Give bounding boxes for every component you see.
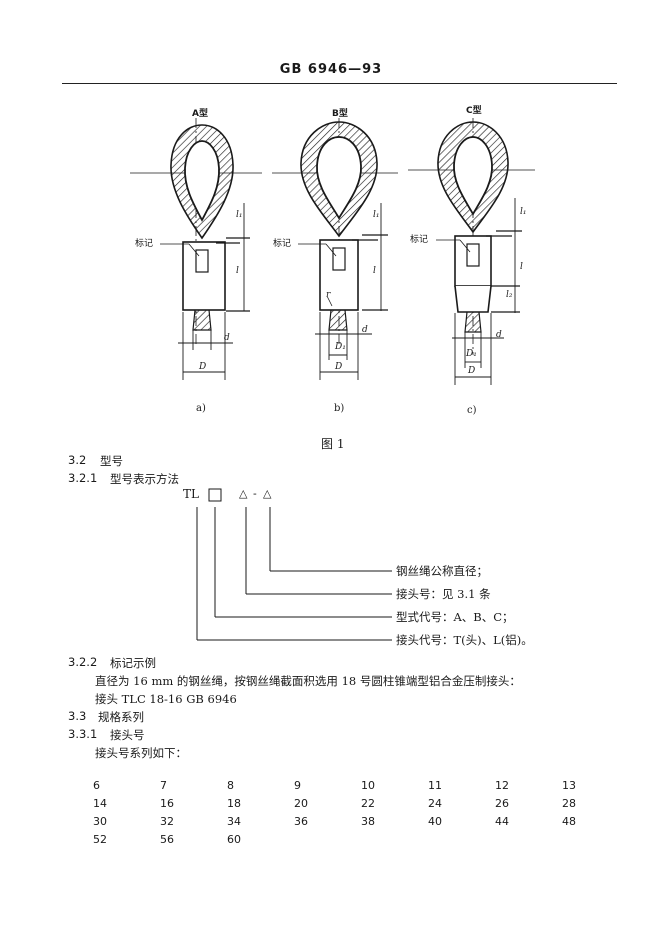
- section-3-3-number: 3.3: [68, 709, 87, 723]
- series-value: 26: [495, 797, 509, 810]
- designation-item-joint-number: 接头号：见 3.1 条: [396, 587, 491, 601]
- series-value: 40: [428, 815, 442, 828]
- designation-triangle-2: △: [263, 487, 272, 500]
- series-value: 16: [160, 797, 174, 810]
- section-3-3-title: 规格系列: [98, 710, 144, 724]
- dim-d-b: d: [362, 325, 368, 335]
- dim-l1-b: l₁: [373, 210, 380, 220]
- type-b-label: B型: [332, 109, 348, 119]
- type-a-label: A型: [192, 109, 208, 119]
- series-value: 8: [227, 779, 234, 792]
- dim-l-b: l: [373, 266, 376, 276]
- series-value: 12: [495, 779, 509, 792]
- type-code-box: [208, 488, 222, 502]
- mark-label-a: 标记: [135, 239, 154, 249]
- series-value: 56: [160, 833, 174, 846]
- designation-prefix: TL: [183, 487, 199, 501]
- section-3-2-1-title: 型号表示方法: [110, 472, 179, 486]
- series-value: 44: [495, 815, 509, 828]
- dim-l-c: l: [520, 262, 523, 272]
- designation-item-rope-diameter: 钢丝绳公称直径；: [396, 564, 488, 578]
- section-3-2-title: 型号: [100, 454, 123, 468]
- dim-l2-c: l₂: [506, 290, 513, 300]
- series-value: 48: [562, 815, 576, 828]
- series-value: 34: [227, 815, 241, 828]
- mark-box-c: [466, 243, 480, 267]
- series-value: 20: [294, 797, 308, 810]
- series-value: 36: [294, 815, 308, 828]
- dim-d-a: d: [224, 333, 230, 343]
- section-3-2-2-number: 3.2.2: [68, 655, 98, 669]
- mark-box-b: [332, 247, 346, 271]
- dim-D1-b: D₁: [335, 342, 346, 352]
- series-value: 9: [294, 779, 301, 792]
- dim-l1-c: l₁: [520, 207, 527, 217]
- section-3-2-number: 3.2: [68, 453, 87, 467]
- designation-item-joint-code: 接头代号：T(头)、L(铝)。: [396, 633, 533, 647]
- series-value: 32: [160, 815, 174, 828]
- rope-tail-b: [328, 309, 348, 331]
- series-value: 22: [361, 797, 375, 810]
- section-3-3-1-title: 接头号: [110, 728, 145, 742]
- rope-tail-a: [192, 309, 212, 331]
- section-3-3-1-number: 3.3.1: [68, 727, 98, 741]
- section-3-2-1-number: 3.2.1: [68, 471, 98, 485]
- series-value: 24: [428, 797, 442, 810]
- dim-D-c: D: [468, 366, 476, 376]
- series-value: 28: [562, 797, 576, 810]
- section-3-2-2-title: 标记示例: [110, 656, 156, 670]
- mark-box-a: [195, 249, 209, 273]
- series-value: 10: [361, 779, 375, 792]
- type-c-label: C型: [466, 106, 482, 116]
- series-value: 30: [93, 815, 107, 828]
- figure-caption: 图 1: [321, 437, 345, 451]
- rope-tail-c: [464, 311, 482, 333]
- dim-D-b: D: [335, 362, 343, 372]
- series-value: 7: [160, 779, 167, 792]
- series-value: 60: [227, 833, 241, 846]
- dim-d-c: d: [496, 330, 502, 340]
- mark-label-c: 标记: [410, 235, 429, 245]
- series-value: 11: [428, 779, 442, 792]
- series-value: 13: [562, 779, 576, 792]
- series-value: 6: [93, 779, 100, 792]
- series-intro: 接头号系列如下：: [95, 746, 187, 760]
- dim-l-a: l: [236, 266, 239, 276]
- designation-item-type-code: 型式代号：A、B、C；: [396, 610, 514, 624]
- example-mark: 接头 TLC 18-16 GB 6946: [95, 692, 237, 706]
- example-text: 直径为 16 mm 的钢丝绳，按钢丝绳截面积选用 18 号圆柱锥端型铝合金压制接…: [95, 674, 521, 688]
- designation-triangle-1: △: [239, 487, 248, 500]
- mark-label-b: 标记: [273, 239, 292, 249]
- sub-label-c: c): [467, 405, 477, 416]
- series-value: 14: [93, 797, 107, 810]
- ferrule-cone-c: [454, 285, 492, 313]
- sub-label-b: b): [334, 403, 345, 414]
- series-value: 52: [93, 833, 107, 846]
- standard-number-header: GB 6946—93: [279, 62, 383, 77]
- designation-dash: -: [253, 487, 257, 500]
- dim-r-b: r: [326, 290, 331, 300]
- series-value: 38: [361, 815, 375, 828]
- dim-D-a: D: [199, 362, 207, 372]
- series-value: 18: [227, 797, 241, 810]
- dim-l1-a: l₁: [236, 210, 243, 220]
- header-rule: [62, 83, 617, 84]
- sub-label-a: a): [196, 403, 206, 414]
- dim-D1-c: D₁: [466, 349, 477, 359]
